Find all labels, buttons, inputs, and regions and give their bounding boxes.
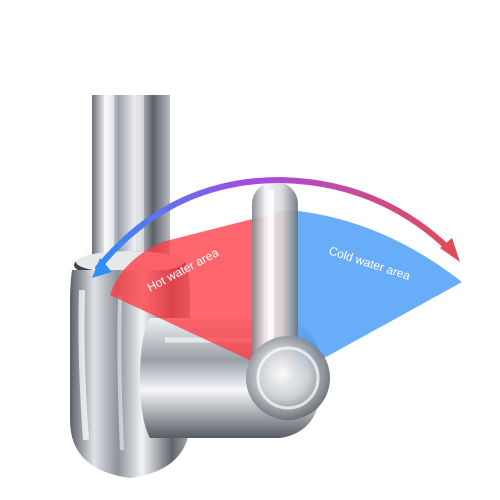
hot-water-zone <box>110 210 288 378</box>
cartridge-cap <box>246 336 330 420</box>
faucet-stem <box>92 95 170 270</box>
rotation-arrow <box>95 176 453 271</box>
triangle-right-arrowhead-icon <box>440 238 460 262</box>
triangle-left-arrowhead-icon <box>92 258 112 278</box>
cold-water-zone <box>288 210 462 378</box>
